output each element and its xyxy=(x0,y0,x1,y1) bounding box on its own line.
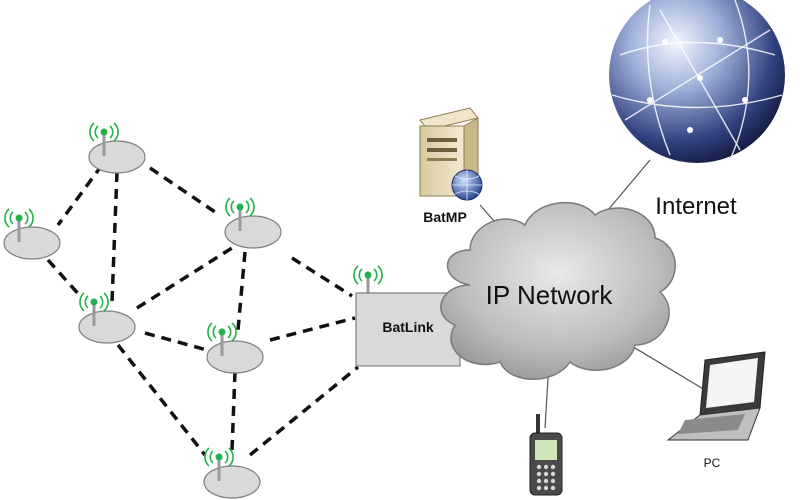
mesh-links xyxy=(46,163,360,457)
sensor-node-bottom xyxy=(203,447,261,499)
link-top-left xyxy=(56,163,104,227)
ip-network-cloud: IP Network xyxy=(440,201,676,380)
link-middle-right xyxy=(136,246,233,310)
batlink-label: BatLink xyxy=(382,319,434,335)
internet-label: Internet xyxy=(655,193,737,220)
sensor-node-top xyxy=(88,122,146,174)
link-top-middle xyxy=(110,171,119,303)
link-right-batlink xyxy=(291,256,353,298)
sensor-node-left xyxy=(3,208,61,260)
ip-network-label: IP Network xyxy=(486,280,614,310)
batmp-label: BatMP xyxy=(423,209,467,225)
batmp-server: BatMP xyxy=(419,107,483,225)
internet-globe: Internet xyxy=(609,0,785,220)
link-center-bottom xyxy=(230,371,237,451)
link-middle-bottom xyxy=(116,343,207,457)
sensor-node-right-upper xyxy=(224,197,282,249)
link-middle-center xyxy=(144,331,208,352)
link-bottom-batlink xyxy=(248,365,360,457)
link-center-batlink xyxy=(269,316,356,342)
link-right-center xyxy=(236,251,247,331)
sensor-node-middle xyxy=(78,292,136,344)
link-top-right xyxy=(149,166,216,214)
link-cloud-phone xyxy=(544,377,549,429)
link-cloud-pc xyxy=(629,344,706,391)
pc-label: PC xyxy=(704,456,721,470)
link-left-middle xyxy=(46,258,84,300)
sensor-node-center xyxy=(206,322,264,374)
pc-laptop: PC xyxy=(666,351,766,470)
mobile-phone xyxy=(529,414,563,496)
